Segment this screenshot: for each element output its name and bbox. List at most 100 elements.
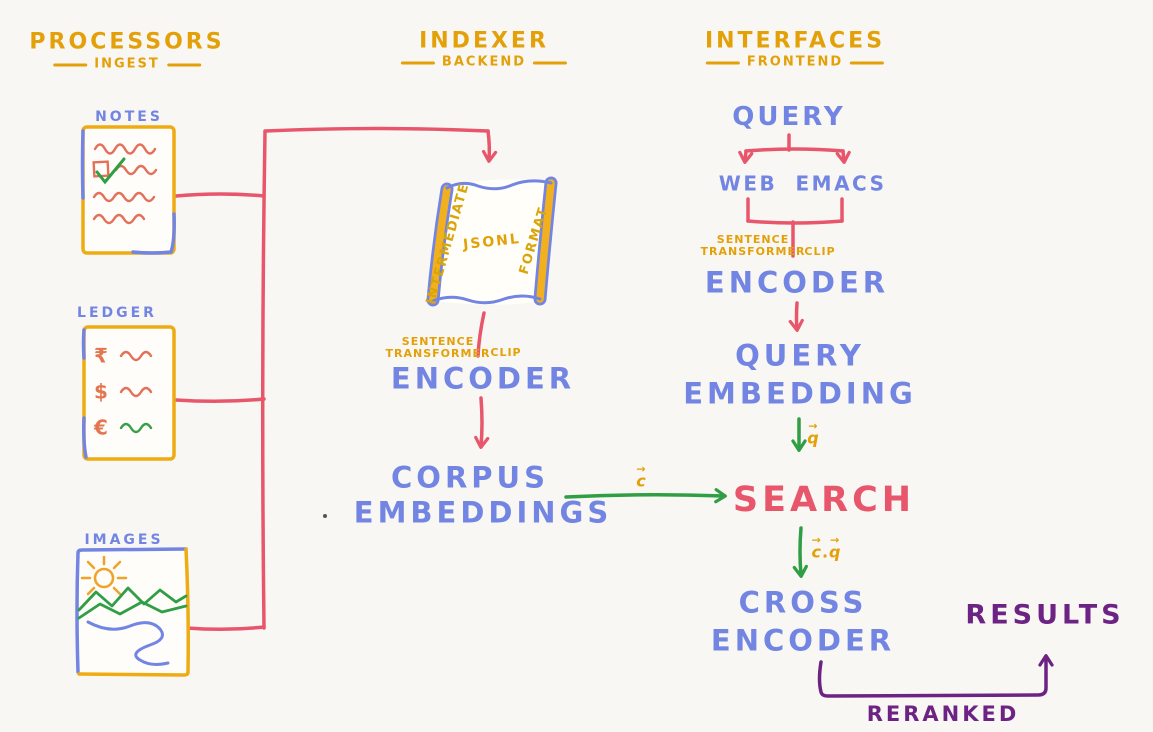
reranked-label: RERANKED: [866, 701, 1020, 726]
subtitle-dash: [850, 61, 885, 65]
scroll-top-edge: [445, 179, 553, 191]
sun-icon: [80, 555, 128, 596]
ledger-scribbles: [119, 350, 153, 434]
subtitle-dash: [705, 61, 740, 65]
processors-column-subtitle: INGEST: [53, 56, 201, 73]
ledger-frame: [82, 325, 176, 461]
indexer-encoder-label: ENCODER: [390, 361, 576, 396]
stray-dot: [323, 514, 327, 518]
cross-encoder-line2: ENCODER: [710, 623, 896, 658]
scroll-body: [434, 179, 551, 305]
interfaces-encoder-label: ENCODER: [704, 265, 890, 300]
processors-column-title: PROCESSORS: [29, 29, 225, 55]
rerank-connector: [817, 654, 1054, 698]
ledger-blue-accent-bottom: [82, 416, 88, 459]
jsonl-scroll-icon: [426, 176, 558, 307]
arrow-into-web: [738, 149, 754, 164]
interfaces-model-line2: TRANSFORMER: [700, 245, 806, 258]
indexer-model-label: SENTENCE TRANSFORMER: [386, 336, 491, 360]
interfaces-model-alt-label: CLIP: [804, 245, 836, 258]
subtitle-dash: [400, 61, 435, 65]
web-label: WEB: [718, 171, 778, 196]
query-vector-label: → q: [807, 419, 819, 448]
vector-q-letter: q: [829, 542, 841, 562]
query-label: QUERY: [732, 102, 846, 133]
search-label: SEARCH: [732, 479, 916, 520]
indexer-column-subtitle: BACKEND: [400, 54, 568, 71]
ledger-connector-line: [174, 397, 266, 404]
search-to-cross-arrow: [792, 526, 808, 578]
notes-blue-accent-corner: [131, 212, 176, 255]
cross-to-results-arrow: [817, 654, 1054, 698]
vector-c-letter: c: [811, 542, 821, 562]
vector-arrow-icon: →: [808, 419, 818, 433]
dot-product-label: → c . → q: [811, 533, 841, 562]
indexer-subtitle-text: BACKEND: [441, 54, 527, 70]
images-picture-icon: [75, 547, 190, 677]
processors-subtitle-text: INGEST: [94, 56, 160, 72]
ledger-symbol-euro: €: [94, 415, 108, 440]
notes-scribbles: [92, 143, 158, 225]
river-icon: [86, 620, 170, 666]
corpus-embeddings-line2: EMBEDDINGS: [353, 495, 613, 530]
results-label: RESULTS: [965, 599, 1125, 631]
ledger-symbol-rupee: ₹: [94, 343, 108, 368]
cross-encoder-line1: CROSS: [738, 585, 868, 620]
subtitle-dash: [166, 63, 201, 67]
ledger-symbol-dollar: $: [94, 379, 108, 404]
vector-arrow-icon: →: [811, 533, 821, 547]
encoder-to-embedding-arrow: [788, 301, 804, 332]
mountains-icon: [77, 586, 188, 620]
scroll-left-band: [429, 185, 451, 304]
interfaces-subtitle-text: FRONTEND: [746, 54, 844, 70]
indexer-model-line1: SENTENCE: [401, 335, 475, 348]
images-label: IMAGES: [84, 531, 164, 548]
notes-document-icon: [80, 125, 176, 255]
indexer-model-alt-label: CLIP: [490, 346, 522, 359]
query-embedding-line1: QUERY: [735, 338, 865, 373]
interfaces-model-line1: SENTENCE: [716, 233, 790, 246]
vector-c: → c: [636, 462, 646, 491]
query-embedding-line2: EMBEDDING: [683, 376, 917, 411]
notes-blue-accent-left: [80, 129, 85, 200]
vector-c: → c: [811, 533, 821, 562]
scroll-bottom-edge: [431, 294, 542, 305]
corpus-to-search-arrow: [564, 488, 727, 504]
subtitle-dash: [53, 63, 88, 67]
notes-label: NOTES: [95, 108, 163, 125]
corpus-embeddings-line1: CORPUS: [391, 460, 549, 495]
vector-q: → q: [807, 419, 819, 448]
interfaces-column-subtitle: FRONTEND: [705, 54, 885, 71]
ledger-label: LEDGER: [77, 304, 157, 321]
interfaces-column-title: INTERFACES: [704, 28, 886, 54]
images-fill: [78, 550, 187, 674]
dot-operator: .: [821, 542, 829, 562]
jsonl-to-encoder-line: [476, 311, 486, 358]
images-frame-blue: [75, 547, 188, 674]
query-split-bar: [744, 147, 845, 153]
emacs-label: EMACS: [795, 171, 887, 196]
indexer-model-line2: TRANSFORMER: [385, 347, 491, 360]
merge-bar: [746, 219, 844, 225]
search-connectors: [564, 417, 808, 578]
vector-arrow-icon: →: [636, 462, 646, 476]
indexer-column-title: INDEXER: [419, 28, 549, 54]
arrow-into-emacs: [835, 149, 851, 164]
ingest-trunk-line: [260, 130, 267, 630]
images-frame-yellow: [77, 547, 190, 677]
subtitle-dash: [533, 61, 568, 65]
corpus-vector-label: → c: [636, 462, 646, 491]
trunk-to-indexer-line: [263, 126, 490, 133]
vector-arrow-icon: →: [830, 533, 840, 547]
encoder-to-corpus-arrow: [474, 396, 490, 449]
images-connector-line: [185, 625, 266, 632]
vector-q-letter: q: [807, 428, 819, 448]
ingest-connectors: [174, 126, 498, 632]
interface-connectors: [738, 133, 851, 332]
notes-connector-line: [174, 192, 266, 198]
scroll-right-band: [536, 179, 555, 303]
ledger-blue-accent-top: [81, 328, 86, 360]
vector-c-letter: c: [636, 471, 646, 491]
